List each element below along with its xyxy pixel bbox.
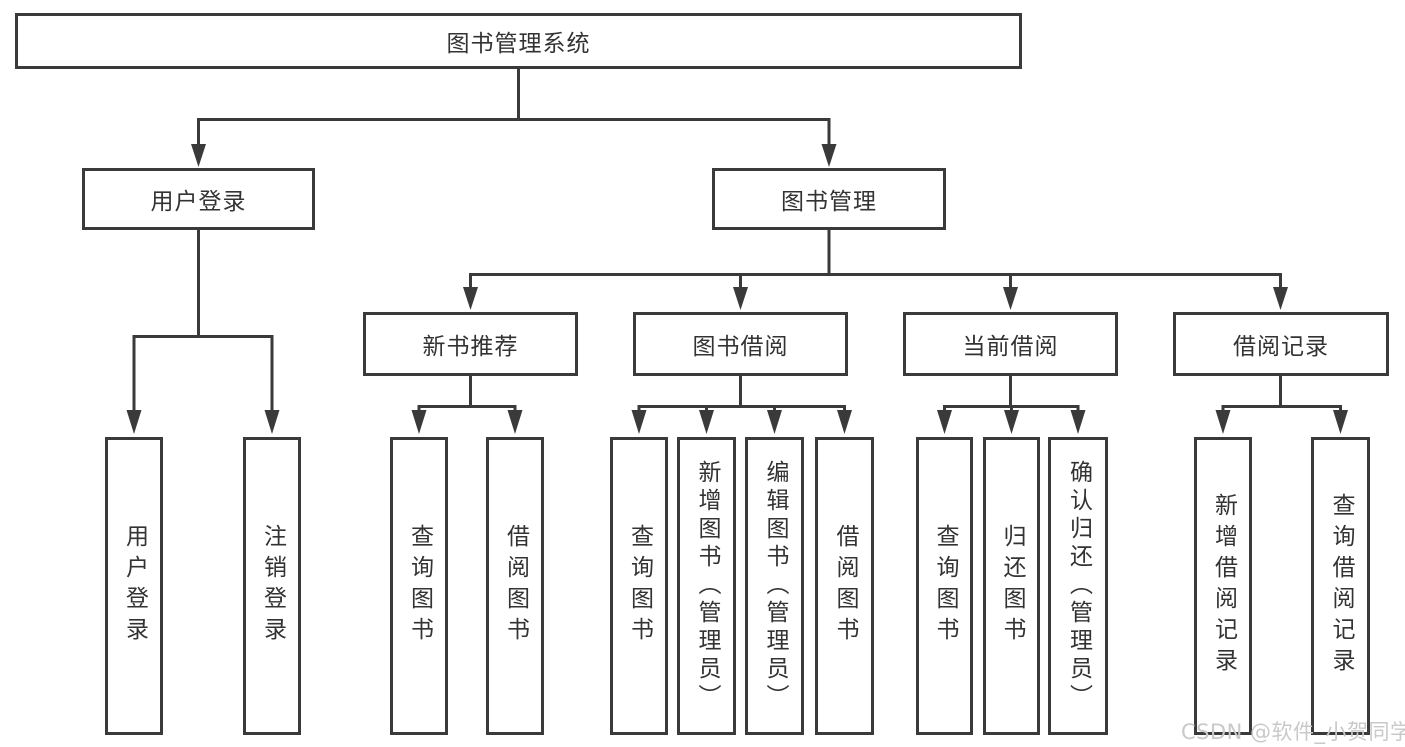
watermark-text: CSDN @软件_小贺同学 [1181,720,1405,744]
node-query-books-borrow: 查询图书 [610,437,668,735]
node-add-borrow-record: 新增借阅记录 [1194,437,1252,735]
node-label: 当前借阅 [962,334,1059,360]
node-label: 借阅图书 [502,524,529,648]
node-query-books-recommend: 查询图书 [390,437,448,735]
node-label: 注销登录 [259,524,286,648]
node-borrow-records: 借阅记录 [1173,312,1389,376]
node-borrow-books: 借阅图书 [815,437,874,735]
node-logout-action: 注销登录 [243,437,301,735]
node-query-books-current: 查询图书 [916,437,973,735]
node-add-books-admin: 新增图书（管理员） [677,437,736,735]
node-label: 查询借阅记录 [1328,493,1354,679]
node-label: 新书推荐 [422,334,519,360]
node-new-book-recommend: 新书推荐 [363,312,578,376]
node-label: 用户登录 [150,189,247,215]
node-label: 确认归还（管理员） [1065,460,1092,712]
node-current-borrow: 当前借阅 [903,312,1118,376]
node-user-login-action: 用户登录 [105,437,163,735]
node-book-management: 图书管理 [712,168,946,230]
node-book-borrow: 图书借阅 [633,312,848,376]
node-label: 图书借阅 [692,334,789,360]
node-label: 编辑图书（管理员） [762,460,788,712]
node-label: 查询图书 [406,524,433,648]
node-label: 图书管理系统 [446,31,591,57]
node-query-borrow-record: 查询借阅记录 [1311,437,1370,735]
node-label: 查询图书 [626,524,653,648]
node-root: 图书管理系统 [15,13,1022,69]
node-return-books: 归还图书 [983,437,1040,735]
node-label: 新增借阅记录 [1210,493,1237,679]
node-label: 借阅图书 [832,524,858,648]
node-user-login: 用户登录 [82,168,315,230]
node-label: 查询图书 [932,524,958,648]
node-label: 借阅记录 [1233,334,1329,360]
node-label: 新增图书（管理员） [694,460,720,712]
node-confirm-return-admin: 确认归还（管理员） [1048,437,1108,735]
node-label: 用户登录 [121,524,148,648]
node-borrow-books-recommend: 借阅图书 [486,437,544,735]
node-label: 归还图书 [999,524,1025,648]
node-edit-books-admin: 编辑图书（管理员） [745,437,804,735]
node-label: 图书管理 [781,189,877,215]
